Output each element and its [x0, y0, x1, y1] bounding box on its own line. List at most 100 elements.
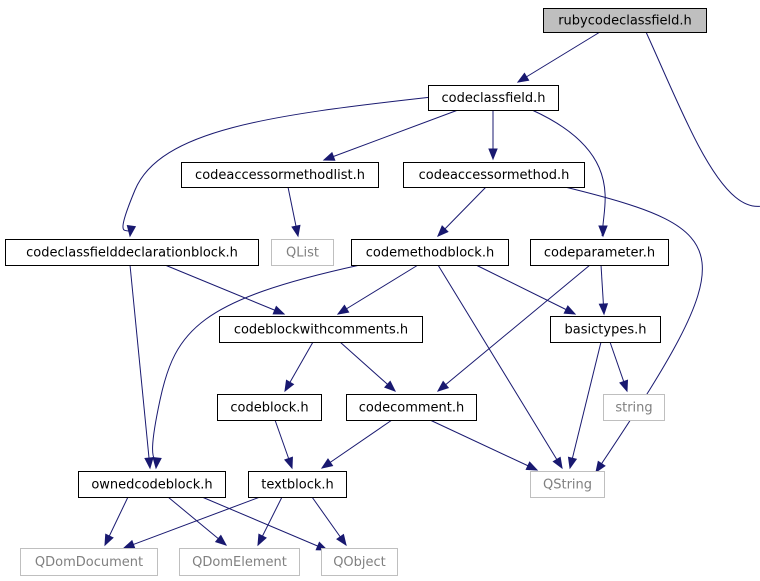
edge-codeaccessormethodlist-to-qlist	[287, 186, 301, 238]
edge-line	[152, 264, 361, 469]
arrow-head-icon	[144, 457, 154, 470]
arrow-head-icon	[336, 304, 350, 315]
node-box	[550, 316, 661, 343]
dependency-edges	[104, 31, 760, 551]
node-label: QObject	[333, 555, 386, 570]
node-codeaccessormethod[interactable]: codeaccessormethod.h	[403, 162, 585, 188]
edge-line	[339, 341, 396, 392]
edge-line	[437, 264, 563, 469]
node-codeparameter[interactable]: codeparameter.h	[530, 239, 669, 266]
edge-rubycodeclassfield-to-codeclassfield	[516, 31, 601, 83]
arrow-head-icon	[563, 305, 577, 315]
node-label: codeclassfielddeclarationblock.h	[26, 246, 238, 261]
node-box	[181, 162, 379, 188]
node-codeblock[interactable]: codeblock.h	[217, 394, 322, 421]
edge-codecomment-to-textblock	[320, 419, 393, 469]
node-box	[78, 471, 226, 498]
arrow-head-icon	[595, 460, 606, 474]
edge-line	[429, 419, 538, 471]
node-box	[346, 394, 477, 421]
node-codeclassfield[interactable]: codeclassfield.h	[428, 85, 559, 111]
edge-codeclassfield-to-codeaccessormethod	[488, 110, 498, 161]
node-codecomment[interactable]: codecomment.h	[346, 394, 477, 421]
edge-basictypes-to-string	[609, 341, 629, 393]
edge-codeaccessormethod-to-codemethodblock	[437, 186, 487, 237]
arrow-head-icon	[567, 456, 578, 470]
edge-codeclassfield-to-codeaccessormethodlist	[322, 109, 459, 161]
node-qobject: QObject	[321, 548, 398, 576]
edge-line	[437, 264, 591, 392]
edge-basictypes-to-qstring	[567, 341, 602, 470]
arrow-head-icon	[552, 456, 563, 470]
node-label: QDomElement	[192, 555, 287, 570]
node-label: ownedcodeblock.h	[91, 478, 212, 493]
node-ownedcodeblock[interactable]: ownedcodeblock.h	[78, 471, 226, 498]
arrow-head-icon	[214, 534, 228, 546]
node-codeaccessormethodlist[interactable]: codeaccessormethodlist.h	[181, 162, 379, 188]
node-box	[5, 239, 259, 266]
node-box	[217, 394, 322, 421]
node-qdomdocument: QDomDocument	[20, 548, 158, 576]
arrow-head-icon	[322, 151, 336, 161]
node-codemethodblock[interactable]: codemethodblock.h	[351, 239, 509, 266]
edge-line	[129, 264, 151, 469]
node-box	[219, 316, 423, 343]
node-box	[271, 239, 334, 266]
node-label: codeclassfield.h	[441, 91, 545, 106]
arrow-head-icon	[272, 305, 286, 315]
node-box	[321, 548, 398, 576]
arrow-head-icon	[284, 456, 293, 470]
node-label: codeparameter.h	[544, 246, 655, 261]
node-box	[530, 239, 669, 266]
edge-textblock-to-qdomdocument	[122, 496, 261, 549]
node-label: string	[615, 401, 652, 416]
edge-rubycodeclassfield-to-qstring	[645, 31, 760, 207]
node-box	[530, 471, 605, 498]
node-label: QDomDocument	[35, 555, 143, 570]
edge-codecomment-to-qstring	[429, 419, 539, 471]
file-nodes: rubycodeclassfield.h codeclassfield.h code…	[5, 8, 707, 576]
edge-line	[323, 109, 459, 161]
node-box	[543, 8, 707, 33]
node-qlist: QList	[271, 239, 334, 266]
node-codeblockwithcomments[interactable]: codeblockwithcomments.h	[219, 316, 423, 343]
edge-line	[321, 419, 393, 469]
node-box	[351, 239, 509, 266]
edge-codeblock-to-textblock	[274, 419, 293, 470]
arrow-head-icon	[336, 533, 347, 547]
node-label: codeblock.h	[230, 401, 308, 416]
arrow-head-icon	[126, 224, 137, 238]
edge-codeclassfielddeclarationblock-to-ownedcodeblock	[129, 264, 154, 470]
node-label: QString	[543, 478, 592, 493]
edge-codemethodblock-to-ownedcodeblock	[152, 264, 361, 470]
node-rubycodeclassfield[interactable]: rubycodeclassfield.h	[543, 8, 707, 33]
node-box	[179, 548, 300, 576]
edge-line	[475, 264, 576, 315]
node-basictypes[interactable]: basictypes.h	[550, 316, 661, 343]
edge-line	[337, 264, 419, 315]
edge-codemethodblock-to-qstring	[437, 264, 563, 470]
node-codeclassfielddeclarationblock[interactable]: codeclassfielddeclarationblock.h	[5, 239, 259, 266]
node-textblock[interactable]: textblock.h	[248, 471, 347, 498]
node-label: codeaccessormethod.h	[419, 168, 570, 183]
node-box	[428, 85, 559, 111]
node-label: codemethodblock.h	[366, 246, 494, 261]
edge-line	[517, 31, 601, 83]
edge-codeblockwithcomments-to-codeblock	[284, 341, 314, 393]
edge-textblock-to-qobject	[311, 496, 347, 547]
node-qdomelement: QDomElement	[179, 548, 300, 576]
node-qstring: QString	[530, 471, 605, 498]
node-box	[603, 394, 665, 421]
edge-codeblockwithcomments-to-codecomment	[339, 341, 397, 392]
node-label: codeaccessormethodlist.h	[195, 168, 365, 183]
edge-ownedcodeblock-to-qdomdocument	[104, 496, 129, 547]
edge-codeparameter-to-basictypes	[598, 264, 609, 316]
arrow-head-icon	[384, 380, 397, 392]
edge-codeaccessormethod-to-qstring	[564, 186, 703, 474]
edge-line	[569, 341, 602, 469]
arrow-head-icon	[437, 225, 449, 237]
edge-line	[122, 96, 433, 237]
node-box	[248, 471, 347, 498]
arrow-head-icon	[291, 224, 301, 238]
